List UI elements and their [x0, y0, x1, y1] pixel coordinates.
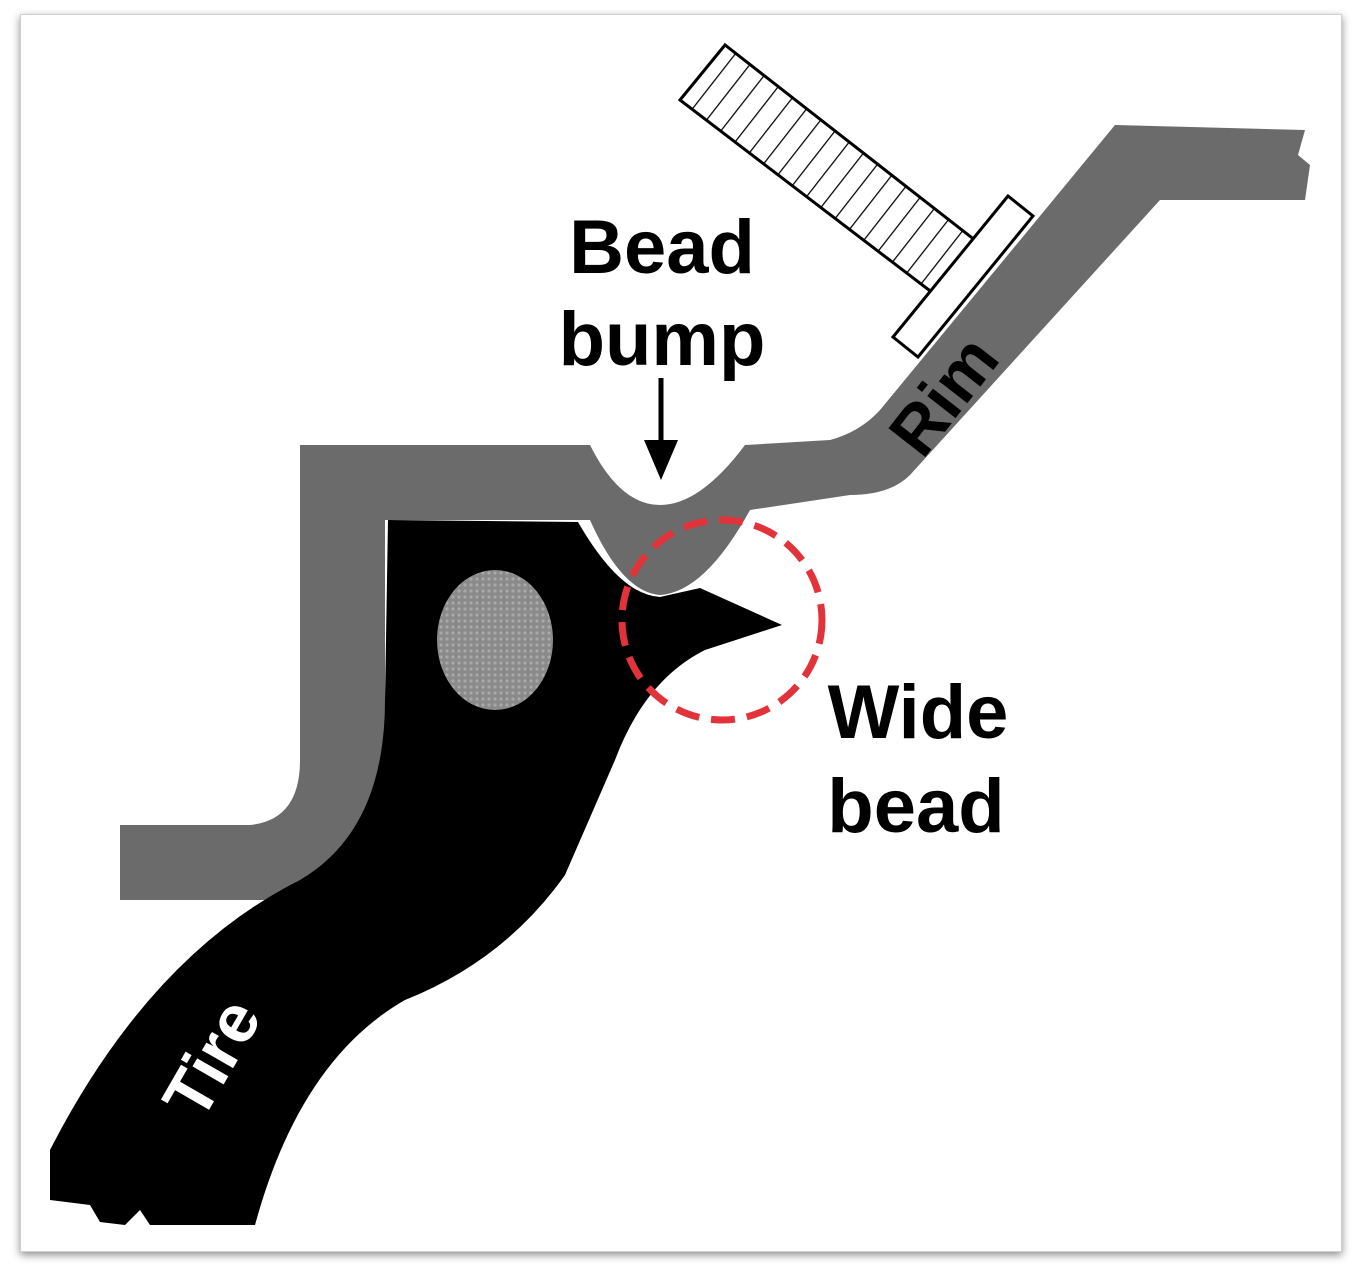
bead-core [437, 570, 553, 710]
label-wide-bead-line2: bead [827, 764, 1004, 849]
rim-shape [120, 125, 1310, 900]
bolt-icon [677, 42, 1036, 360]
tire-shape [50, 520, 782, 1225]
label-wide-bead-line1: Wide [828, 670, 1009, 755]
label-bead-bump-line2: bump [559, 297, 766, 382]
wide-bead-highlight-circle [618, 516, 826, 724]
bead-bump-arrow [644, 378, 678, 480]
label-bead-bump-line1: Bead [569, 205, 755, 290]
